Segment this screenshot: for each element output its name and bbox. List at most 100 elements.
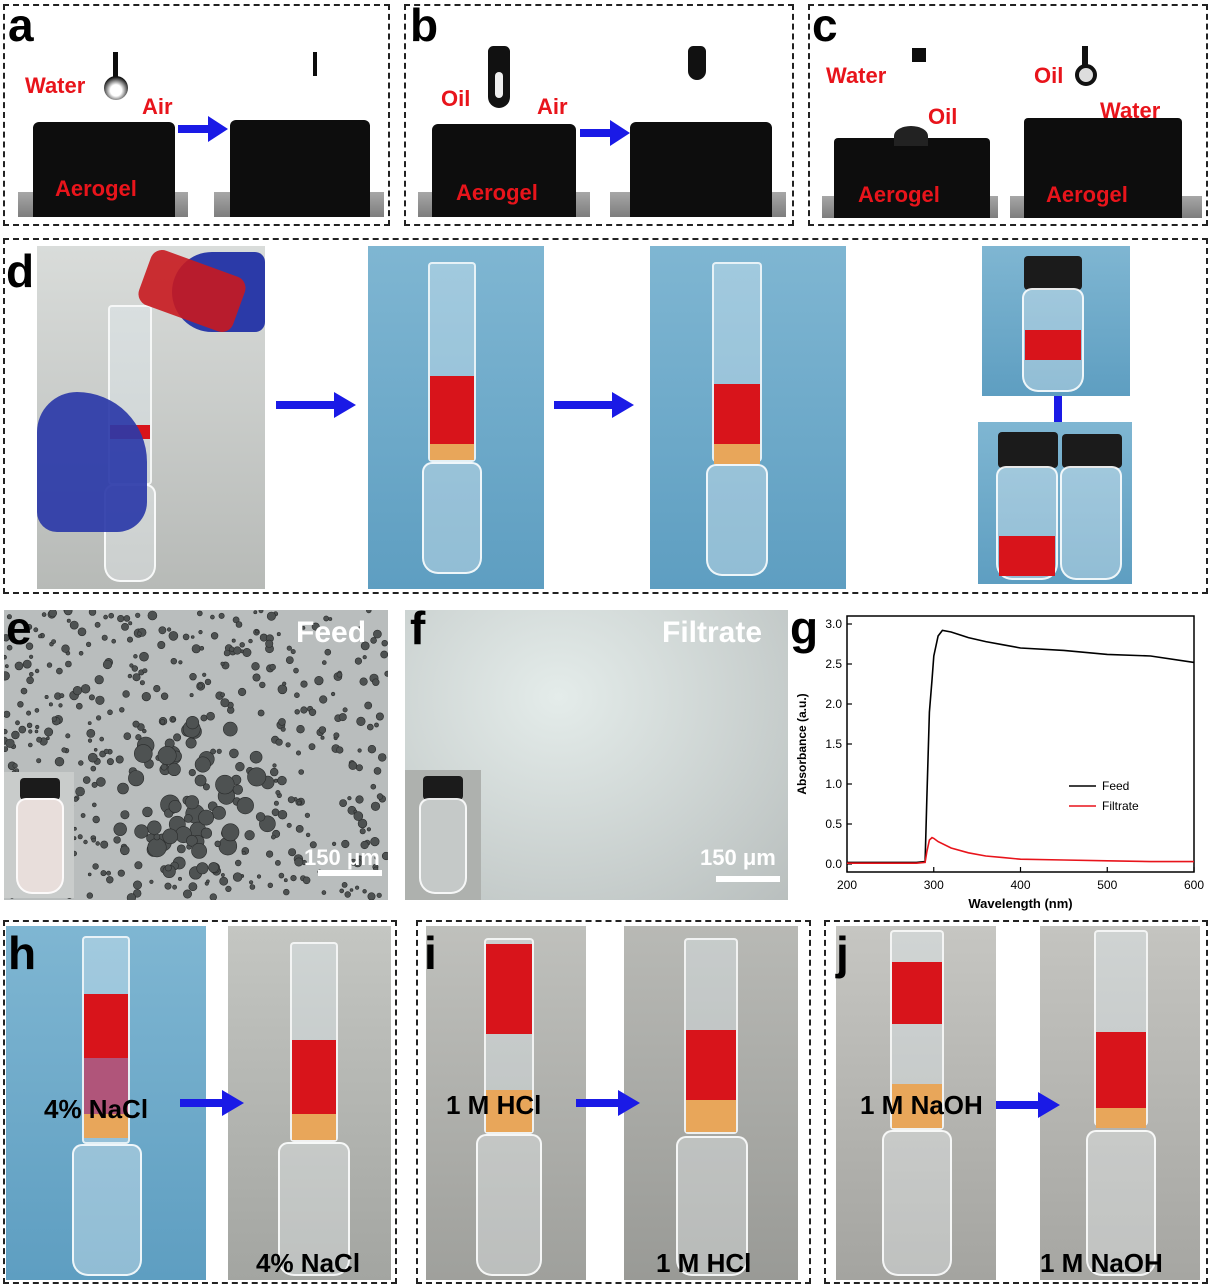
droplet	[127, 636, 134, 643]
droplet	[28, 672, 34, 677]
droplet	[265, 639, 274, 648]
droplet	[355, 885, 360, 890]
droplet	[88, 694, 95, 701]
aerogel-b2	[630, 122, 772, 217]
droplet	[238, 687, 247, 697]
droplet	[277, 684, 288, 695]
droplet	[295, 750, 301, 756]
arrow-b	[580, 120, 630, 146]
droplet	[26, 676, 34, 685]
droplet	[14, 661, 24, 671]
droplet	[355, 764, 363, 772]
droplet	[305, 832, 311, 838]
droplet	[285, 656, 294, 664]
droplet	[219, 876, 229, 886]
red-layer-i1	[486, 944, 532, 1034]
droplet	[366, 723, 374, 731]
droplet	[135, 612, 141, 618]
droplet	[196, 862, 209, 875]
droplet	[277, 775, 287, 786]
droplet	[232, 872, 243, 882]
scale-label-f: 150 μm	[700, 845, 776, 870]
aerogel-a2	[230, 120, 370, 217]
red-layer-d3	[714, 384, 760, 444]
panel-label-b: b	[410, 0, 439, 51]
droplet	[367, 745, 377, 754]
droplet	[374, 722, 379, 728]
needle-a1	[113, 52, 118, 80]
legend-label-feed: Feed	[1102, 779, 1129, 793]
droplet	[59, 693, 65, 699]
droplet	[194, 774, 207, 787]
droplet	[121, 622, 129, 631]
droplet	[115, 755, 124, 764]
red-layer-h2	[292, 1040, 336, 1114]
droplet	[132, 673, 141, 682]
aerogel-layer-h2	[292, 1114, 336, 1140]
x-tick-label: 400	[1010, 878, 1030, 892]
droplet	[65, 733, 71, 739]
panel-label-i: i	[424, 927, 437, 979]
x-tick-label: 600	[1184, 878, 1204, 892]
droplet	[117, 615, 125, 623]
droplet	[88, 752, 98, 763]
aerogel-layer-d2	[430, 444, 474, 460]
droplet	[360, 641, 370, 651]
droplet	[12, 763, 18, 769]
label-oil-c1: Oil	[928, 104, 958, 129]
needle-c1	[912, 48, 926, 62]
droplet	[33, 627, 39, 633]
aerogel-c1	[834, 138, 990, 218]
droplet	[46, 736, 50, 741]
droplet	[376, 892, 382, 898]
droplet	[288, 848, 297, 857]
droplet	[293, 667, 299, 674]
droplet	[357, 626, 362, 631]
droplet	[300, 680, 308, 688]
oil-ring-c2	[1075, 64, 1097, 86]
droplet	[333, 732, 340, 739]
droplet	[370, 637, 377, 644]
droplet	[183, 889, 193, 899]
droplet	[249, 880, 254, 885]
droplet	[300, 706, 308, 714]
water-drop-c1	[894, 126, 928, 146]
droplet	[182, 633, 190, 641]
droplet	[149, 879, 154, 884]
panel-h-frame	[3, 920, 397, 1284]
droplet	[323, 615, 330, 622]
droplet	[202, 783, 210, 791]
panel-label-d: d	[6, 245, 35, 297]
droplet	[72, 685, 82, 696]
droplet	[178, 660, 183, 665]
label-aerogel-c2: Aerogel	[1046, 182, 1128, 207]
droplet	[188, 882, 198, 892]
droplet	[28, 729, 33, 734]
droplet	[252, 673, 261, 682]
droplet	[278, 718, 286, 726]
droplet	[229, 748, 239, 759]
droplet	[199, 645, 205, 651]
droplet	[321, 660, 327, 665]
droplet	[168, 800, 182, 814]
droplet	[190, 635, 195, 639]
droplet	[92, 863, 99, 870]
aerogel-layer-d3	[714, 444, 760, 464]
droplet	[349, 888, 354, 892]
droplet	[366, 827, 372, 832]
droplet	[80, 684, 91, 694]
droplet	[209, 893, 217, 900]
droplet	[147, 820, 162, 835]
droplet	[339, 888, 345, 894]
droplet	[301, 625, 306, 630]
droplet	[164, 864, 172, 872]
droplet	[296, 724, 305, 734]
x-tick-label: 200	[837, 878, 857, 892]
droplet	[176, 844, 186, 854]
droplet	[231, 638, 236, 643]
droplet	[283, 878, 288, 883]
droplet	[107, 709, 113, 716]
droplet-field	[4, 610, 388, 900]
droplet	[349, 858, 357, 866]
bottle-h2	[278, 1142, 350, 1276]
